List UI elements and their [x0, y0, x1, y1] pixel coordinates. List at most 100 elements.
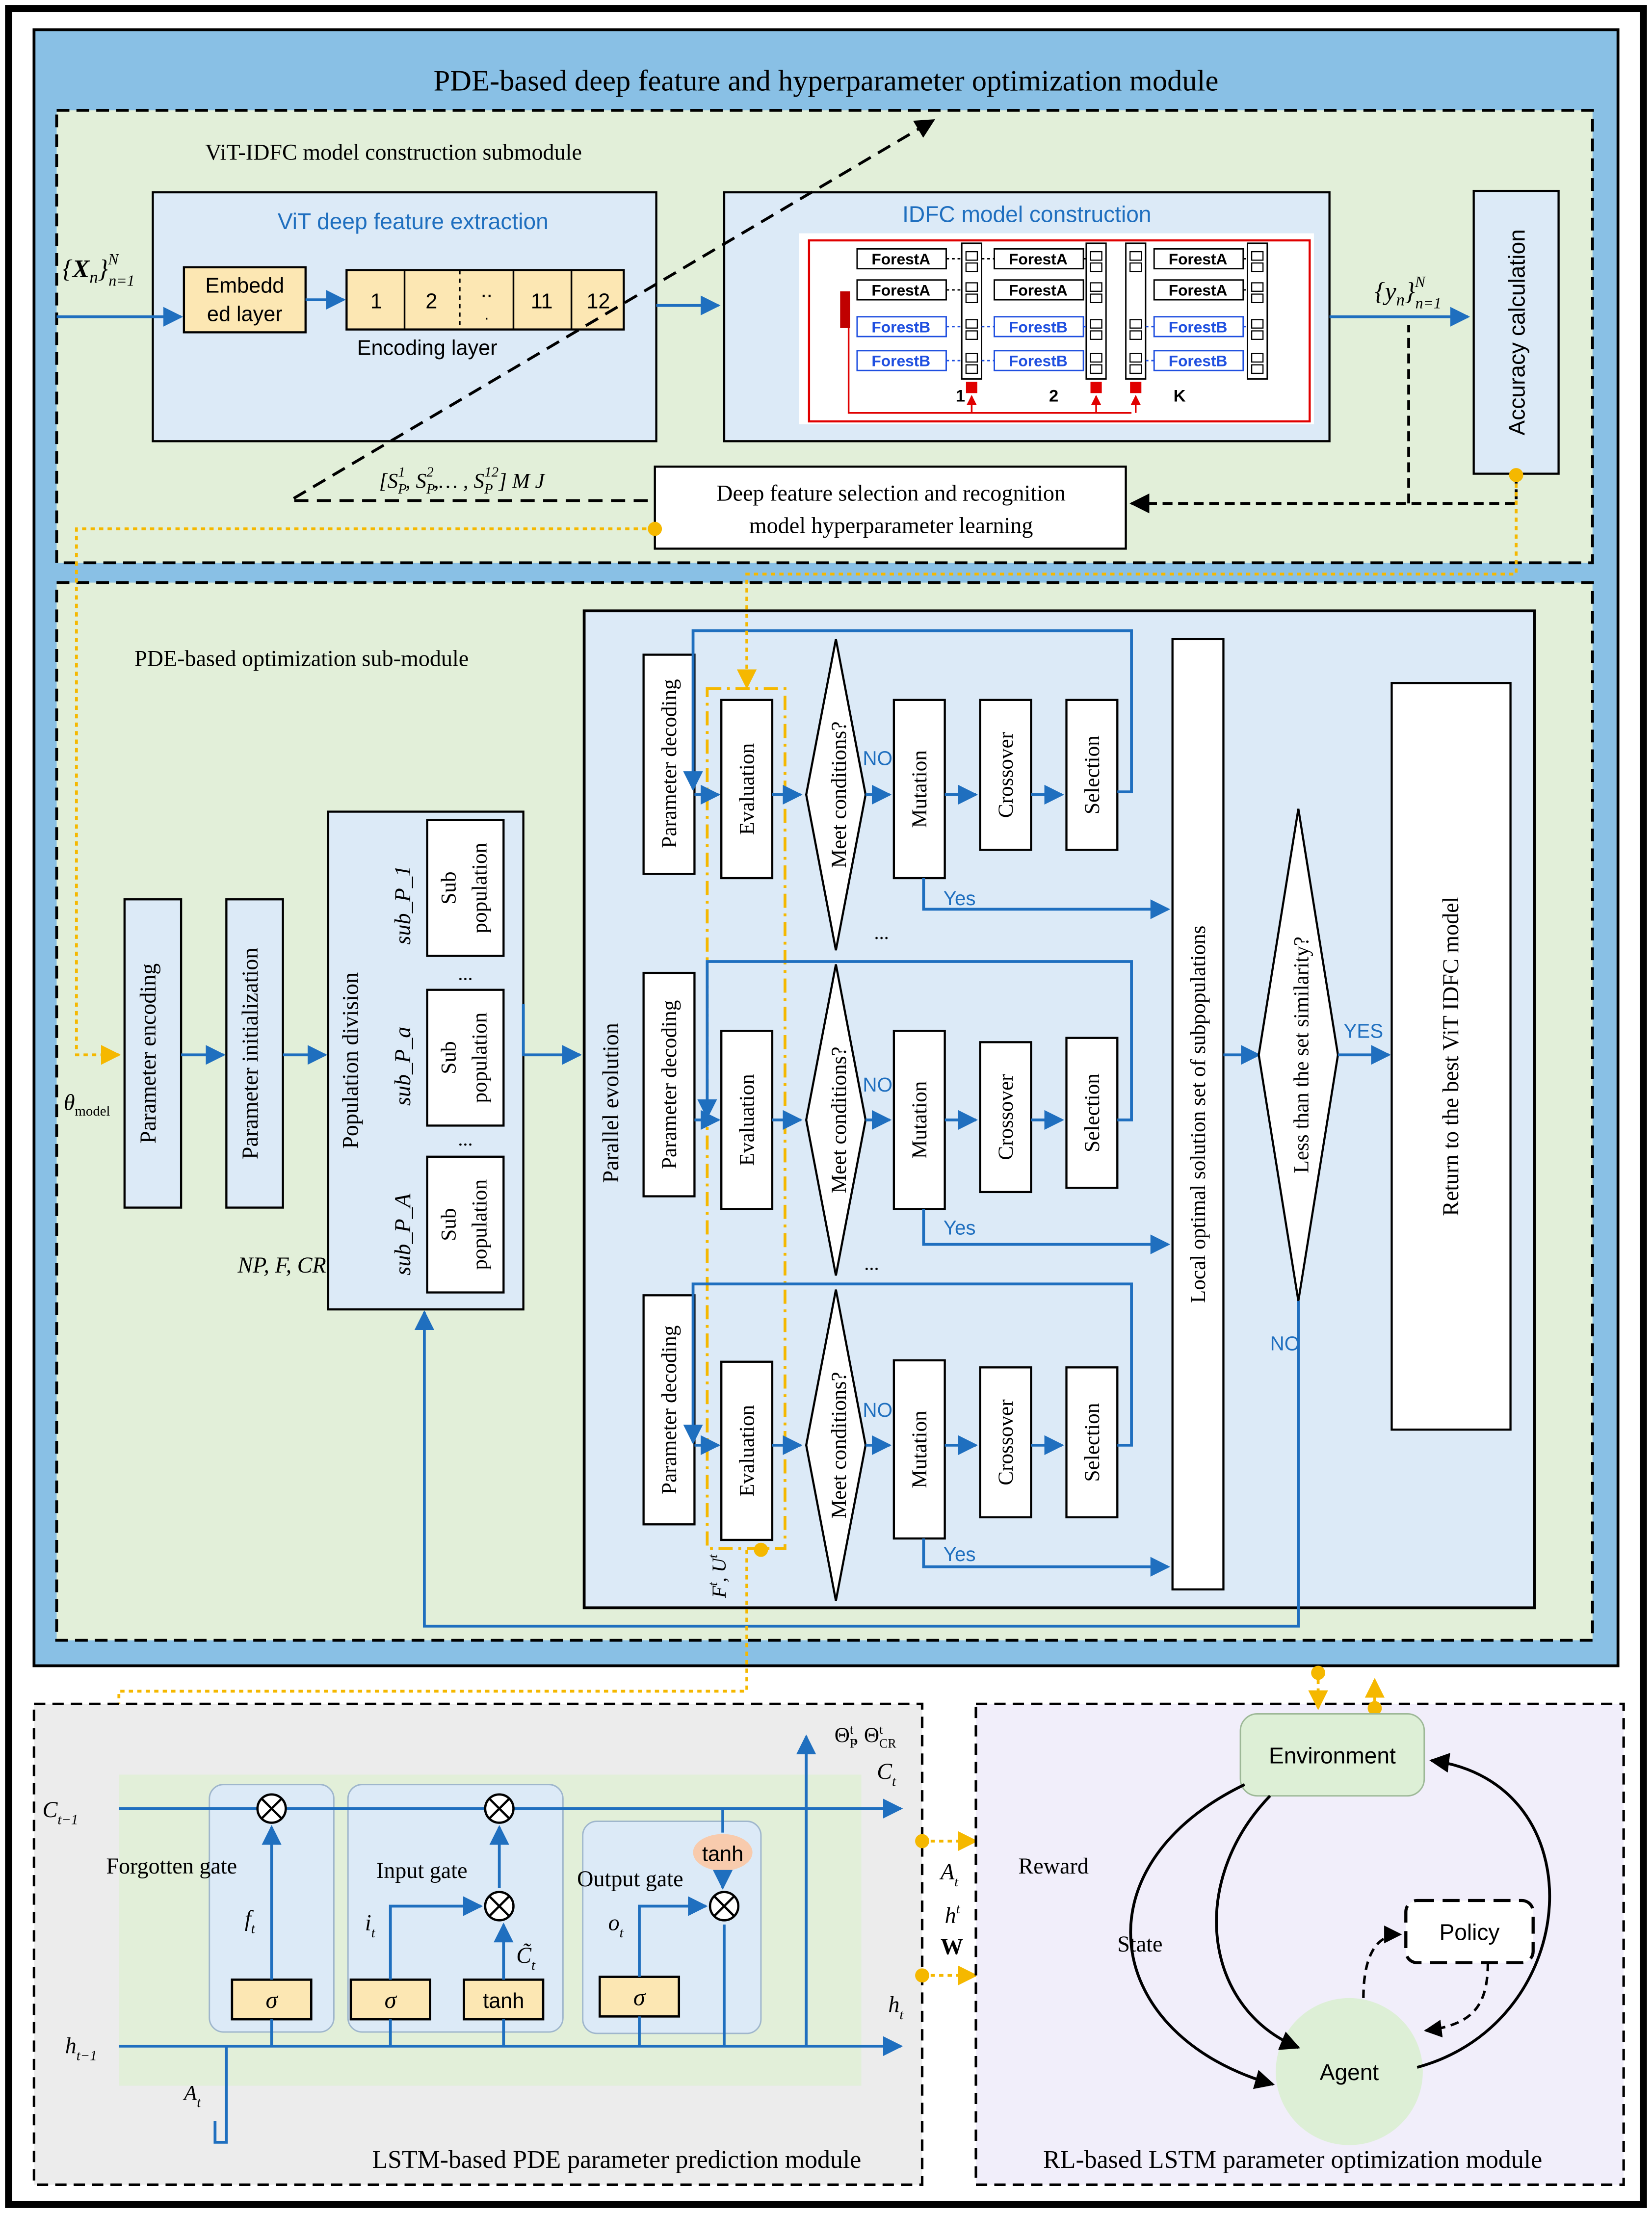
reward-label: Reward — [1019, 1853, 1089, 1878]
crossover-box-2 — [979, 1041, 1032, 1194]
layer-label-1: 1 — [956, 387, 965, 406]
return-best-box — [1390, 682, 1512, 1431]
top-module-title: PDE-based deep feature and hyperparamete… — [434, 64, 1219, 97]
svg-text:.: . — [484, 305, 489, 323]
encoding-cell-11: 11 — [531, 289, 553, 313]
svg-text:Mutation: Mutation — [908, 1081, 931, 1159]
local-optimal-box — [1171, 638, 1225, 1591]
lstm-module: LSTM-based PDE parameter prediction modu… — [32, 1702, 924, 2186]
selection-label-1: Selection — [1080, 735, 1104, 814]
idfc-box-title: IDFC model construction — [902, 202, 1151, 227]
embed-layer-box — [183, 266, 307, 334]
middle-connector: At ht W — [915, 1831, 978, 1985]
state-label: State — [1117, 1931, 1162, 1956]
param-decoding-box-2 — [642, 971, 696, 1198]
lstm-module-title: LSTM-based PDE parameter prediction modu… — [372, 2146, 861, 2174]
sub-population-box-a — [426, 989, 505, 1127]
svg-text:Meet conditions?: Meet conditions? — [827, 1372, 851, 1518]
svg-text:Selection: Selection — [1080, 1403, 1104, 1482]
accuracy-to-selection-arrow — [1129, 473, 1518, 514]
svg-text:Selection: Selection — [1080, 1073, 1104, 1152]
sub-pa-label: sub_P_a — [390, 1027, 415, 1106]
selection-box-2 — [1065, 1037, 1119, 1189]
svg-text:ForestB: ForestB — [1169, 352, 1228, 370]
svg-text:population: population — [468, 1179, 492, 1270]
vit-submodule-title: ViT-IDFC model construction submodule — [205, 140, 582, 165]
svg-text:Sub: Sub — [437, 1208, 460, 1241]
param-init-box — [225, 898, 284, 1209]
sub-population-box-1 — [426, 819, 505, 957]
embed-layer-line1: Embedd — [205, 274, 284, 298]
selection-box-line1: Deep feature selection and recognition — [716, 480, 1066, 505]
svg-text:Evaluation: Evaluation — [735, 1074, 759, 1166]
svg-text:Mutation: Mutation — [908, 1410, 931, 1488]
np-f-cr-label: NP, F, CR — [237, 1252, 326, 1277]
encoding-cell-1: 1 — [370, 289, 382, 313]
no-label-1: NO — [863, 747, 892, 769]
meet-conditions-label-1: Meet conditions? — [827, 721, 851, 868]
rl-module: RL-based LSTM parameter optimization mod… — [974, 1666, 1625, 2186]
policy-node — [1404, 1899, 1535, 1964]
param-encoding-label: Parameter encoding — [135, 963, 160, 1144]
agent-node — [1276, 1998, 1423, 2145]
idfc-cascade: ForestA ForestA ForestB ForestB 1 Forest… — [840, 242, 1268, 414]
evaluation-label-1: Evaluation — [735, 743, 759, 835]
svg-text:Yes: Yes — [944, 1543, 976, 1565]
input-sigma-box — [349, 1979, 431, 2021]
meet-conditions-diamond-2 — [805, 964, 867, 1276]
evolution-row-2: Parameter decoding Evaluation Meet condi… — [642, 960, 1171, 1276]
middle-w: W — [941, 1934, 963, 1959]
svg-text:σ: σ — [385, 1986, 397, 2013]
parallel-evolution-label: Parallel evolution — [598, 1023, 623, 1183]
svg-text:Parameter decoding: Parameter decoding — [657, 1326, 681, 1494]
encoding-layer-box — [345, 269, 625, 331]
population-division-label: Population division — [338, 972, 363, 1149]
idfc-red-frame — [808, 239, 1311, 423]
vit-idfc-submodule: ViT-IDFC model construction submodule Vi… — [55, 108, 1594, 565]
yes-caps-label: YES — [1343, 1020, 1383, 1042]
crossover-box-1 — [979, 699, 1032, 851]
layer-label-2: 2 — [1049, 387, 1058, 406]
svg-text:ForestA: ForestA — [1009, 250, 1068, 268]
forest-b-label: ForestB — [871, 318, 930, 336]
middle-h-t: ht — [945, 1901, 961, 1928]
encoding-layer-cells: 1 2 .. . 11 12 — [345, 269, 625, 331]
svg-text:NO: NO — [863, 1399, 892, 1421]
feature-set-label: [SP1, SP2,… , SP12] M J — [379, 464, 546, 497]
svg-text:ForestA: ForestA — [1169, 281, 1228, 299]
sub-pA-label: sub_P_A — [390, 1193, 415, 1275]
row-ellipsis-2: ... — [864, 1252, 879, 1274]
environment-label: Environment — [1269, 1743, 1396, 1768]
input-gate-region — [347, 1784, 564, 2033]
encoding-cell-2: 2 — [425, 289, 437, 313]
row-ellipsis-1: ... — [874, 921, 889, 943]
svg-text:Sub: Sub — [437, 1041, 460, 1074]
mutation-label-1: Mutation — [908, 750, 931, 828]
svg-text:NO: NO — [863, 1073, 892, 1096]
meet-conditions-diamond-1 — [805, 639, 867, 951]
forget-sigma-box — [231, 1979, 313, 2021]
svg-text:ForestB: ForestB — [1169, 318, 1228, 336]
local-optimal-label: Local optimal solution set of subpopulat… — [1186, 926, 1210, 1303]
encoding-cell-dots: .. — [481, 278, 493, 302]
forgotten-gate-label: Forgotten gate — [106, 1853, 237, 1878]
svg-text:ForestB: ForestB — [1009, 352, 1068, 370]
svg-text:ForestB: ForestB — [1009, 318, 1068, 336]
output-tanh: tanh — [702, 1842, 743, 1866]
input-gate-label: Input gate — [376, 1858, 468, 1883]
svg-text:Meet conditions?: Meet conditions? — [827, 1046, 851, 1193]
output-gate-label: Output gate — [577, 1866, 683, 1891]
selection-box-line2: model hyperparameter learning — [749, 513, 1033, 538]
evolution-row-3: Parameter decoding Evaluation Meet condi… — [642, 1282, 1171, 1601]
meet-conditions-diamond-3 — [805, 1289, 867, 1601]
pde-submodule-title: PDE-based optimization sub-module — [134, 646, 469, 671]
svg-text:Evaluation: Evaluation — [735, 1405, 759, 1497]
encoding-cell-12: 12 — [586, 289, 610, 313]
sub-ellipsis-2: ... — [458, 1128, 472, 1150]
agent-label: Agent — [1320, 2059, 1379, 2085]
output-tanh-ellipse — [693, 1834, 753, 1871]
mutation-box-1 — [892, 699, 946, 880]
sub-ellipsis-1: ... — [458, 963, 472, 985]
